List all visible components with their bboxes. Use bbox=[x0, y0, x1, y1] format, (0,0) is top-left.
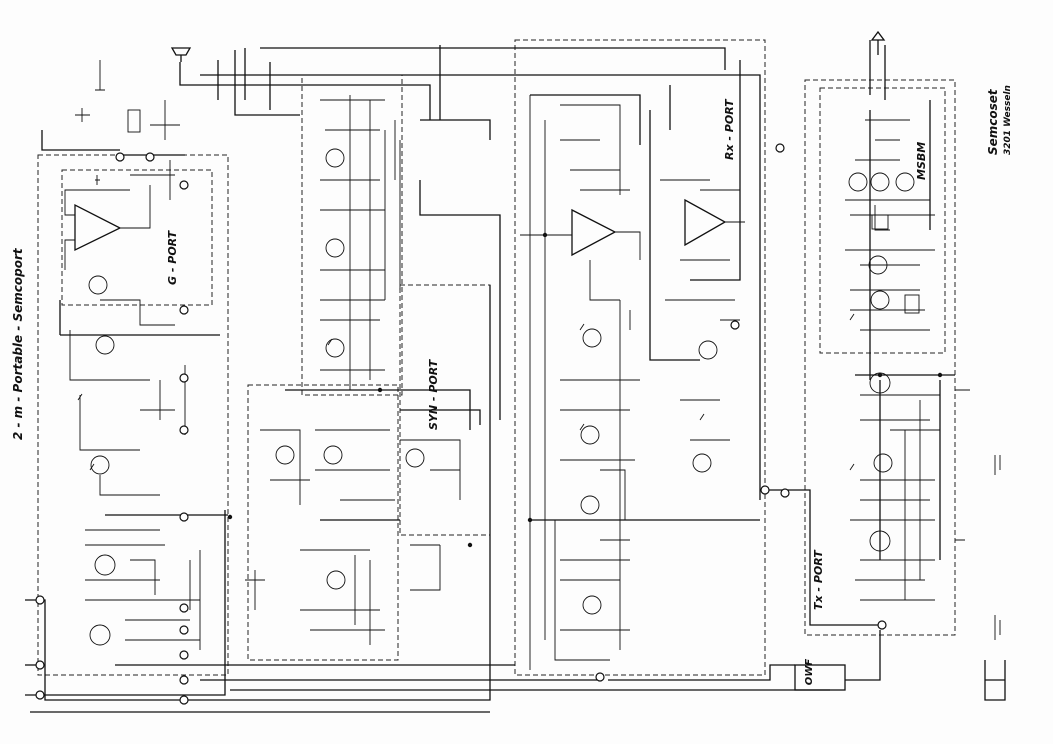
g-port-outline bbox=[61, 169, 213, 306]
transistor-symbol bbox=[895, 172, 915, 192]
transistor-symbol bbox=[94, 554, 116, 576]
op-amp-symbol bbox=[571, 208, 617, 257]
maker-name: Semcoset bbox=[986, 88, 1000, 155]
op-amp-symbol bbox=[684, 198, 727, 247]
maker-city: 3201 Wesseln bbox=[1003, 85, 1013, 155]
transistor-symbol bbox=[325, 238, 345, 258]
diagram-title: 2 - m - Portable - Semcoport bbox=[11, 247, 25, 440]
transistor-symbol bbox=[868, 255, 888, 275]
tx-port-label: Tx - PORT bbox=[812, 549, 825, 610]
bus-wires bbox=[25, 40, 955, 713]
transistor-symbol bbox=[88, 275, 108, 295]
transistor-symbol bbox=[870, 290, 890, 310]
speaker-icon bbox=[170, 47, 192, 62]
syn-port-outline-lower bbox=[247, 384, 399, 661]
rx-port-components bbox=[520, 95, 745, 670]
transistor-symbol bbox=[275, 445, 295, 465]
transistor-symbol bbox=[692, 453, 712, 473]
transistor-symbol bbox=[405, 448, 425, 468]
syn-port-outline-upper bbox=[301, 74, 403, 396]
g-port-components bbox=[64, 60, 201, 650]
component-annotation-marks bbox=[77, 313, 1006, 701]
rx-port-label: Rx - PORT bbox=[723, 98, 736, 160]
antenna-icon bbox=[870, 30, 886, 55]
transistor-symbol bbox=[325, 338, 345, 358]
transistor-symbol bbox=[325, 148, 345, 168]
transistor-symbol bbox=[869, 530, 891, 552]
transistor-symbol bbox=[580, 495, 600, 515]
transistor-symbol bbox=[323, 445, 343, 465]
msbm-outline bbox=[819, 87, 946, 354]
owf-box bbox=[794, 664, 846, 691]
transistor-symbol bbox=[89, 624, 111, 646]
transistor-symbol bbox=[580, 425, 600, 445]
connection-nodes bbox=[35, 143, 943, 705]
syn-port-label: SYN - PORT bbox=[427, 358, 440, 430]
transistor-symbol bbox=[95, 335, 115, 355]
syn-port-components bbox=[245, 95, 461, 645]
block-outlines bbox=[37, 39, 956, 676]
semcoport-outline bbox=[37, 154, 229, 676]
transistor-symbol bbox=[698, 340, 718, 360]
msbm-label: MSBM bbox=[915, 142, 928, 180]
owf-label: OWF bbox=[804, 659, 815, 686]
transistor-symbol bbox=[870, 172, 890, 192]
transistor-symbol bbox=[90, 455, 110, 475]
tx-port-components bbox=[845, 119, 970, 601]
g-port-label: G - PORT bbox=[166, 229, 179, 285]
op-amp-symbol bbox=[74, 203, 122, 252]
transistor-symbol bbox=[582, 595, 602, 615]
transistor-symbol bbox=[326, 570, 346, 590]
rx-port-outline bbox=[514, 39, 766, 676]
transistor-symbol bbox=[848, 172, 868, 192]
transistor-symbol bbox=[582, 328, 602, 348]
transistor-symbol bbox=[873, 453, 893, 473]
